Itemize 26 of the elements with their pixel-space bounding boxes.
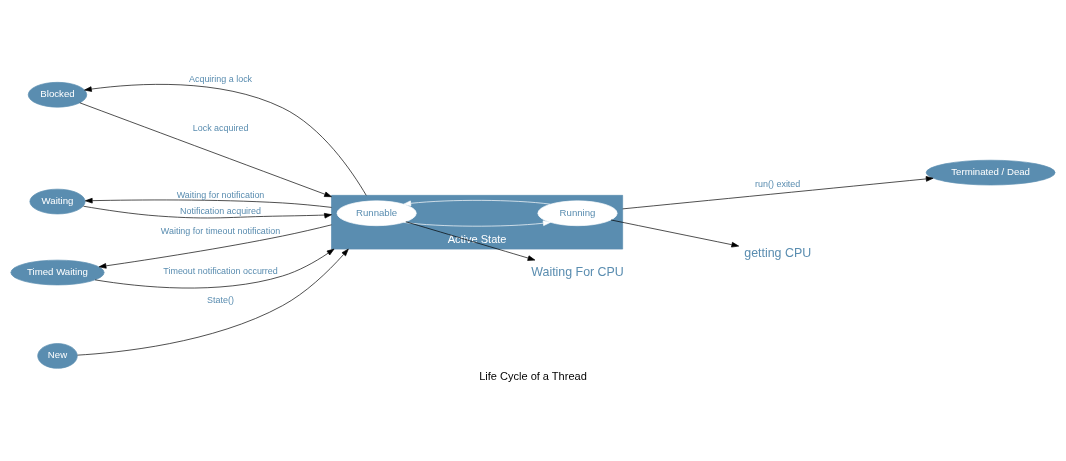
edge-label: State() bbox=[207, 295, 234, 306]
arrow bbox=[405, 221, 536, 261]
arrow bbox=[94, 248, 335, 289]
node-ellipse: New bbox=[37, 343, 78, 369]
edge-label: Lock acquired bbox=[192, 122, 249, 133]
arrow bbox=[403, 200, 551, 207]
arrow bbox=[83, 205, 332, 219]
arrow bbox=[79, 102, 332, 198]
edge-label: Waiting for timeout notification bbox=[160, 225, 281, 236]
node-text: Waiting For CPU bbox=[531, 264, 624, 279]
arrow bbox=[77, 248, 349, 356]
edge-label: run() exited bbox=[755, 179, 801, 190]
edge-label: Waiting for notification bbox=[176, 189, 265, 200]
edge-label: Acquiring a lock bbox=[189, 73, 253, 84]
edge-label: Timeout notification occurred bbox=[163, 265, 278, 276]
caption: Life Cycle of a Thread bbox=[479, 369, 587, 382]
arrow bbox=[85, 197, 332, 208]
node-ellipse: Waiting bbox=[29, 188, 86, 215]
arrow bbox=[84, 84, 367, 196]
edge-label: Notification acquired bbox=[180, 205, 262, 216]
arrow bbox=[403, 220, 551, 227]
arrow bbox=[610, 219, 740, 248]
arrow bbox=[622, 176, 934, 210]
node-ellipse: Blocked bbox=[27, 82, 88, 108]
node-text: getting CPU bbox=[744, 245, 812, 260]
arrow bbox=[98, 224, 332, 269]
